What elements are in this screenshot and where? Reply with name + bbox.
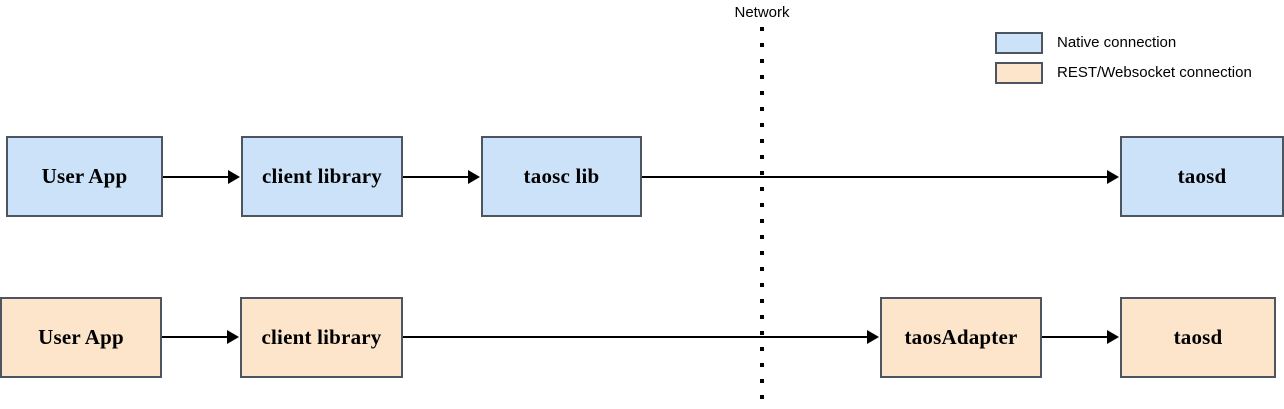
legend: Native connection REST/Websocket connect… [995,32,1252,92]
node-client-library-rest[interactable]: client library [240,297,403,378]
legend-item-native: Native connection [995,32,1252,54]
node-taos-adapter[interactable]: taosAdapter [880,297,1042,378]
connector-client-library-to-taosc-lib [403,176,469,178]
node-taosc-lib[interactable]: taosc lib [481,136,642,217]
arrowhead-icon-client-library-to-taosc-lib [468,170,480,184]
legend-swatch-rest-icon [995,62,1043,84]
node-taosd-rest[interactable]: taosd [1120,297,1276,378]
legend-item-rest: REST/Websocket connection [995,62,1252,84]
network-divider-line [760,27,764,409]
node-user-app-native[interactable]: User App [6,136,163,217]
connector-user-app-to-client-library-native [163,176,229,178]
network-label: Network [734,4,790,21]
connector-user-app-to-client-library-rest [162,336,228,338]
legend-label-rest: REST/Websocket connection [1057,64,1252,81]
arrowhead-icon-user-app-to-client-library-rest [227,330,239,344]
connector-client-library-to-taos-adapter [403,336,868,338]
legend-label-native: Native connection [1057,34,1177,51]
node-taosd-native[interactable]: taosd [1120,136,1284,217]
arrowhead-icon-taosc-lib-to-taosd-native [1107,170,1119,184]
node-user-app-rest[interactable]: User App [0,297,162,378]
legend-swatch-native-icon [995,32,1043,54]
arrowhead-icon-client-library-to-taos-adapter [867,330,879,344]
node-client-library-native[interactable]: client library [241,136,403,217]
connector-taosc-lib-to-taosd-native [642,176,1108,178]
arrowhead-icon-user-app-to-client-library-native [228,170,240,184]
arrowhead-icon-taos-adapter-to-taosd-rest [1107,330,1119,344]
connector-taos-adapter-to-taosd-rest [1042,336,1108,338]
